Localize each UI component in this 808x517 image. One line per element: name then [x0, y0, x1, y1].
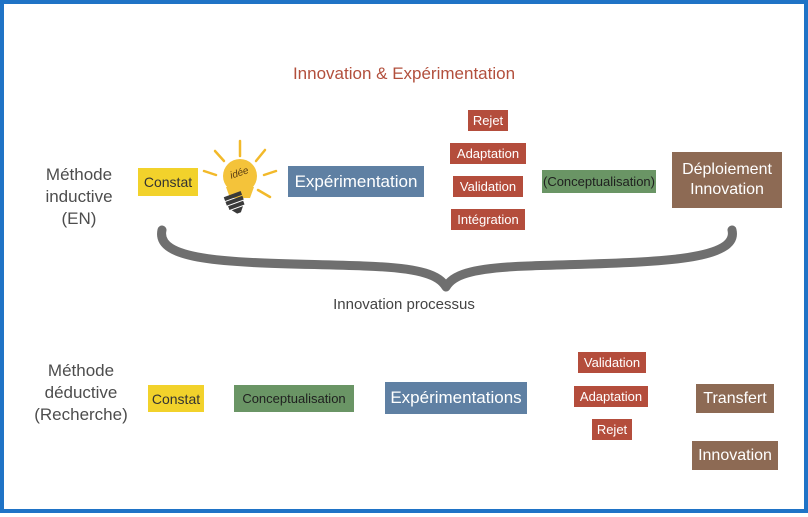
stack-label: Adaptation [456, 146, 520, 161]
transfert-label: Transfert [703, 389, 767, 407]
experimentations-label: Expérimentations [390, 388, 522, 407]
deploiement-line: Innovation [690, 181, 764, 198]
constat-box-deductive: Constat [148, 385, 204, 412]
integration-box: Intégration [451, 209, 525, 230]
validation-box-deductive: Validation [578, 352, 646, 373]
validation-box: Validation [453, 176, 523, 197]
method-inductive-label: Méthode inductive (EN) [34, 164, 124, 230]
stack-label: Validation [583, 355, 641, 370]
adaptation-box: Adaptation [450, 143, 526, 164]
stack-label: Adaptation [579, 389, 643, 404]
diagram-title: Innovation & Expérimentation [292, 64, 516, 83]
stack-label: Intégration [457, 212, 519, 227]
rejet-box-deductive: Rejet [592, 419, 632, 440]
innovation-box: Innovation [692, 441, 778, 470]
stack-label: Rejet [472, 113, 504, 128]
conceptualisation-box-deductive: Conceptualisation [234, 385, 354, 412]
method-line: déductive [44, 383, 118, 402]
constat-label: Constat [143, 174, 193, 190]
deploiement-innovation-box: Déploiement Innovation [672, 152, 782, 208]
transfert-box: Transfert [696, 384, 774, 413]
stack-label: Validation [459, 179, 517, 194]
rejet-box: Rejet [468, 110, 508, 131]
experimentation-box: Expérimentation [288, 166, 424, 197]
constat-label: Constat [151, 390, 201, 407]
bulb-text: idée [228, 165, 251, 182]
method-line: inductive [45, 187, 113, 206]
adaptation-box-deductive: Adaptation [574, 386, 648, 407]
deploiement-line: Déploiement [682, 161, 772, 178]
conceptualisation-label: Conceptualisation [242, 391, 346, 406]
method-line: Méthode [45, 165, 113, 184]
stack-label: Rejet [596, 422, 628, 437]
method-line: Méthode [47, 361, 115, 380]
experimentation-label: Expérimentation [294, 171, 418, 191]
conceptualisation-label: (Conceptualisation) [542, 174, 655, 189]
process-label: Innovation processus [333, 296, 475, 313]
method-deductive-label: Méthode déductive (Recherche) [24, 360, 138, 426]
conceptualisation-box: (Conceptualisation) [542, 170, 656, 193]
constat-box: Constat [138, 168, 198, 196]
method-line: (Recherche) [34, 405, 128, 424]
innovation-label: Innovation [698, 446, 772, 464]
method-line: (EN) [61, 209, 97, 228]
experimentations-box: Expérimentations [385, 382, 527, 414]
